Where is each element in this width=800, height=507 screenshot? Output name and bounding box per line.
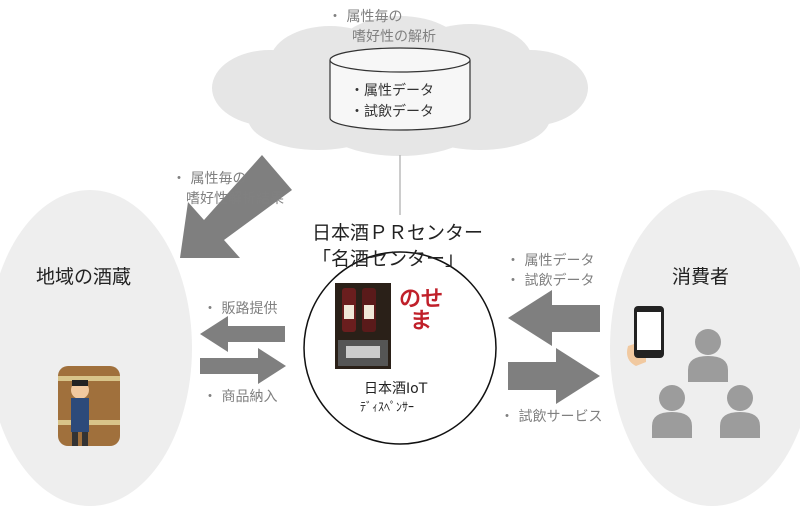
cloud-top-bullet: ・ 属性毎の	[328, 9, 403, 25]
diagonal-arrow-icon	[180, 155, 292, 258]
analysis-result-line1: ・ 属性毎の	[172, 171, 247, 187]
consumer-person-icon-right	[720, 385, 760, 438]
label-tasting-data: ・ 試飲データ	[506, 273, 595, 289]
center-title-line2: 「名酒センター」	[312, 248, 465, 270]
nosema-logo: のせま	[398, 286, 443, 334]
label-product-delivery: ・ 商品納入	[203, 389, 278, 405]
db-item-tasting: ・試飲データ	[350, 104, 434, 120]
sake-barrel-person-icon	[58, 366, 120, 446]
sake-dispenser-icon	[335, 283, 391, 369]
center-circle	[303, 251, 497, 445]
big-arrow-left-icon	[508, 290, 600, 346]
consumer-person-icon-left	[652, 385, 692, 438]
arrow-left-icon	[200, 316, 285, 352]
consumer-person-icon-top	[688, 329, 728, 382]
smartphone-icon	[627, 306, 664, 366]
label-attribute-data: ・ 属性データ	[506, 253, 595, 269]
label-tasting-service: ・ 試飲サービス	[500, 409, 603, 425]
left-node-shape	[0, 190, 192, 506]
arrow-right-icon	[200, 348, 286, 384]
device-label-line2: ﾃﾞｨｽﾍﾟﾝｻｰ	[360, 400, 415, 414]
right-node-title: 消費者	[672, 266, 730, 288]
cloud-top-line2: 嗜好性の解析	[352, 29, 436, 45]
device-label-line1: 日本酒IoT	[364, 381, 428, 397]
database-cylinder	[329, 47, 471, 131]
db-item-attribute: ・属性データ	[350, 83, 434, 99]
analysis-result-line2: 嗜好性解析結果	[186, 191, 284, 207]
big-arrow-right-icon	[508, 348, 600, 404]
left-node-title: 地域の酒蔵	[36, 266, 132, 288]
center-title-line1: 日本酒ＰＲセンター	[312, 222, 484, 244]
label-sales-channel: ・ 販路提供	[203, 301, 278, 317]
